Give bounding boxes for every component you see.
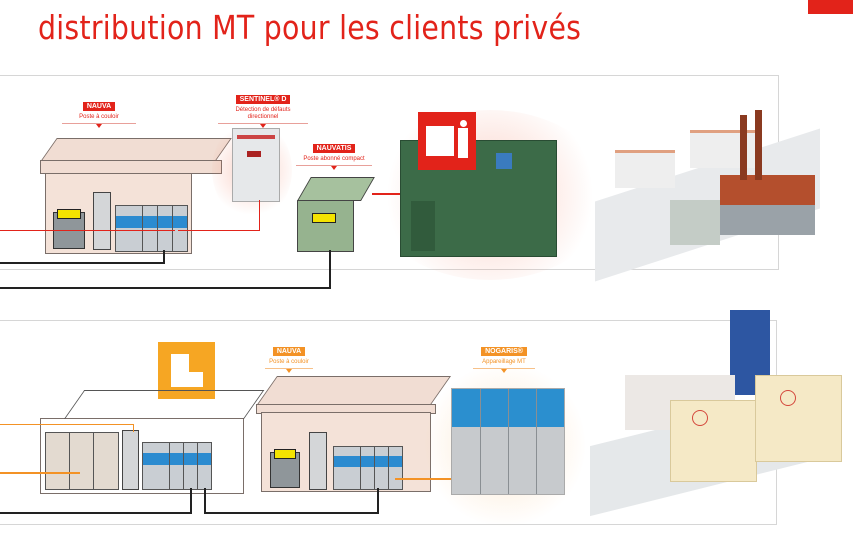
switch-cell — [197, 442, 212, 490]
rack — [122, 430, 139, 490]
label-nauvatis: NAUVATIS Poste abonné compact — [296, 137, 372, 170]
page-title: distribution MT pour les clients privés — [38, 8, 582, 47]
switch-cell — [142, 205, 158, 252]
sentinel-device — [232, 128, 280, 202]
industrial-factory — [575, 105, 840, 282]
nogaris-switchgear — [451, 388, 565, 495]
cabinet — [69, 432, 95, 490]
hospital-buildings — [580, 305, 850, 517]
label-nogaris: NOGARIS® Appareillage MT — [473, 340, 535, 373]
switch-cell — [169, 442, 184, 490]
nauva-roof — [40, 138, 232, 162]
corner-tab — [808, 0, 853, 14]
switch-cell — [183, 442, 198, 490]
black-cable — [0, 287, 330, 289]
switch-cell — [172, 205, 188, 252]
orange-cable — [0, 472, 80, 474]
black-cable — [204, 512, 379, 514]
label-sentinel: SENTINEL® D Détection de défauts directi… — [218, 88, 308, 128]
nauvatis-compact — [297, 200, 354, 252]
label-nauva-top: NAUVA Poste à couloir — [62, 95, 136, 128]
transformer — [270, 449, 300, 488]
nauva-roof-edge — [40, 160, 222, 174]
black-cable — [0, 262, 164, 264]
black-cable — [0, 512, 192, 514]
rack — [93, 192, 111, 250]
orange-cable — [0, 424, 133, 425]
switch-cell — [157, 205, 173, 252]
indoor-substation-icon — [158, 342, 215, 399]
cabinet — [93, 432, 119, 490]
substation-person-icon — [418, 112, 476, 170]
switch-cell — [374, 446, 389, 490]
label-nauva-bottom: NAUVA Poste à couloir — [265, 340, 313, 373]
switch-cell — [333, 446, 361, 490]
rack — [309, 432, 327, 490]
switch-cell — [142, 442, 170, 490]
switch-cell — [388, 446, 403, 490]
switch-cell — [360, 446, 375, 490]
switch-cell — [115, 205, 143, 252]
cabinet — [45, 432, 71, 490]
nauva-roof — [256, 376, 452, 406]
red-cable — [0, 230, 175, 231]
